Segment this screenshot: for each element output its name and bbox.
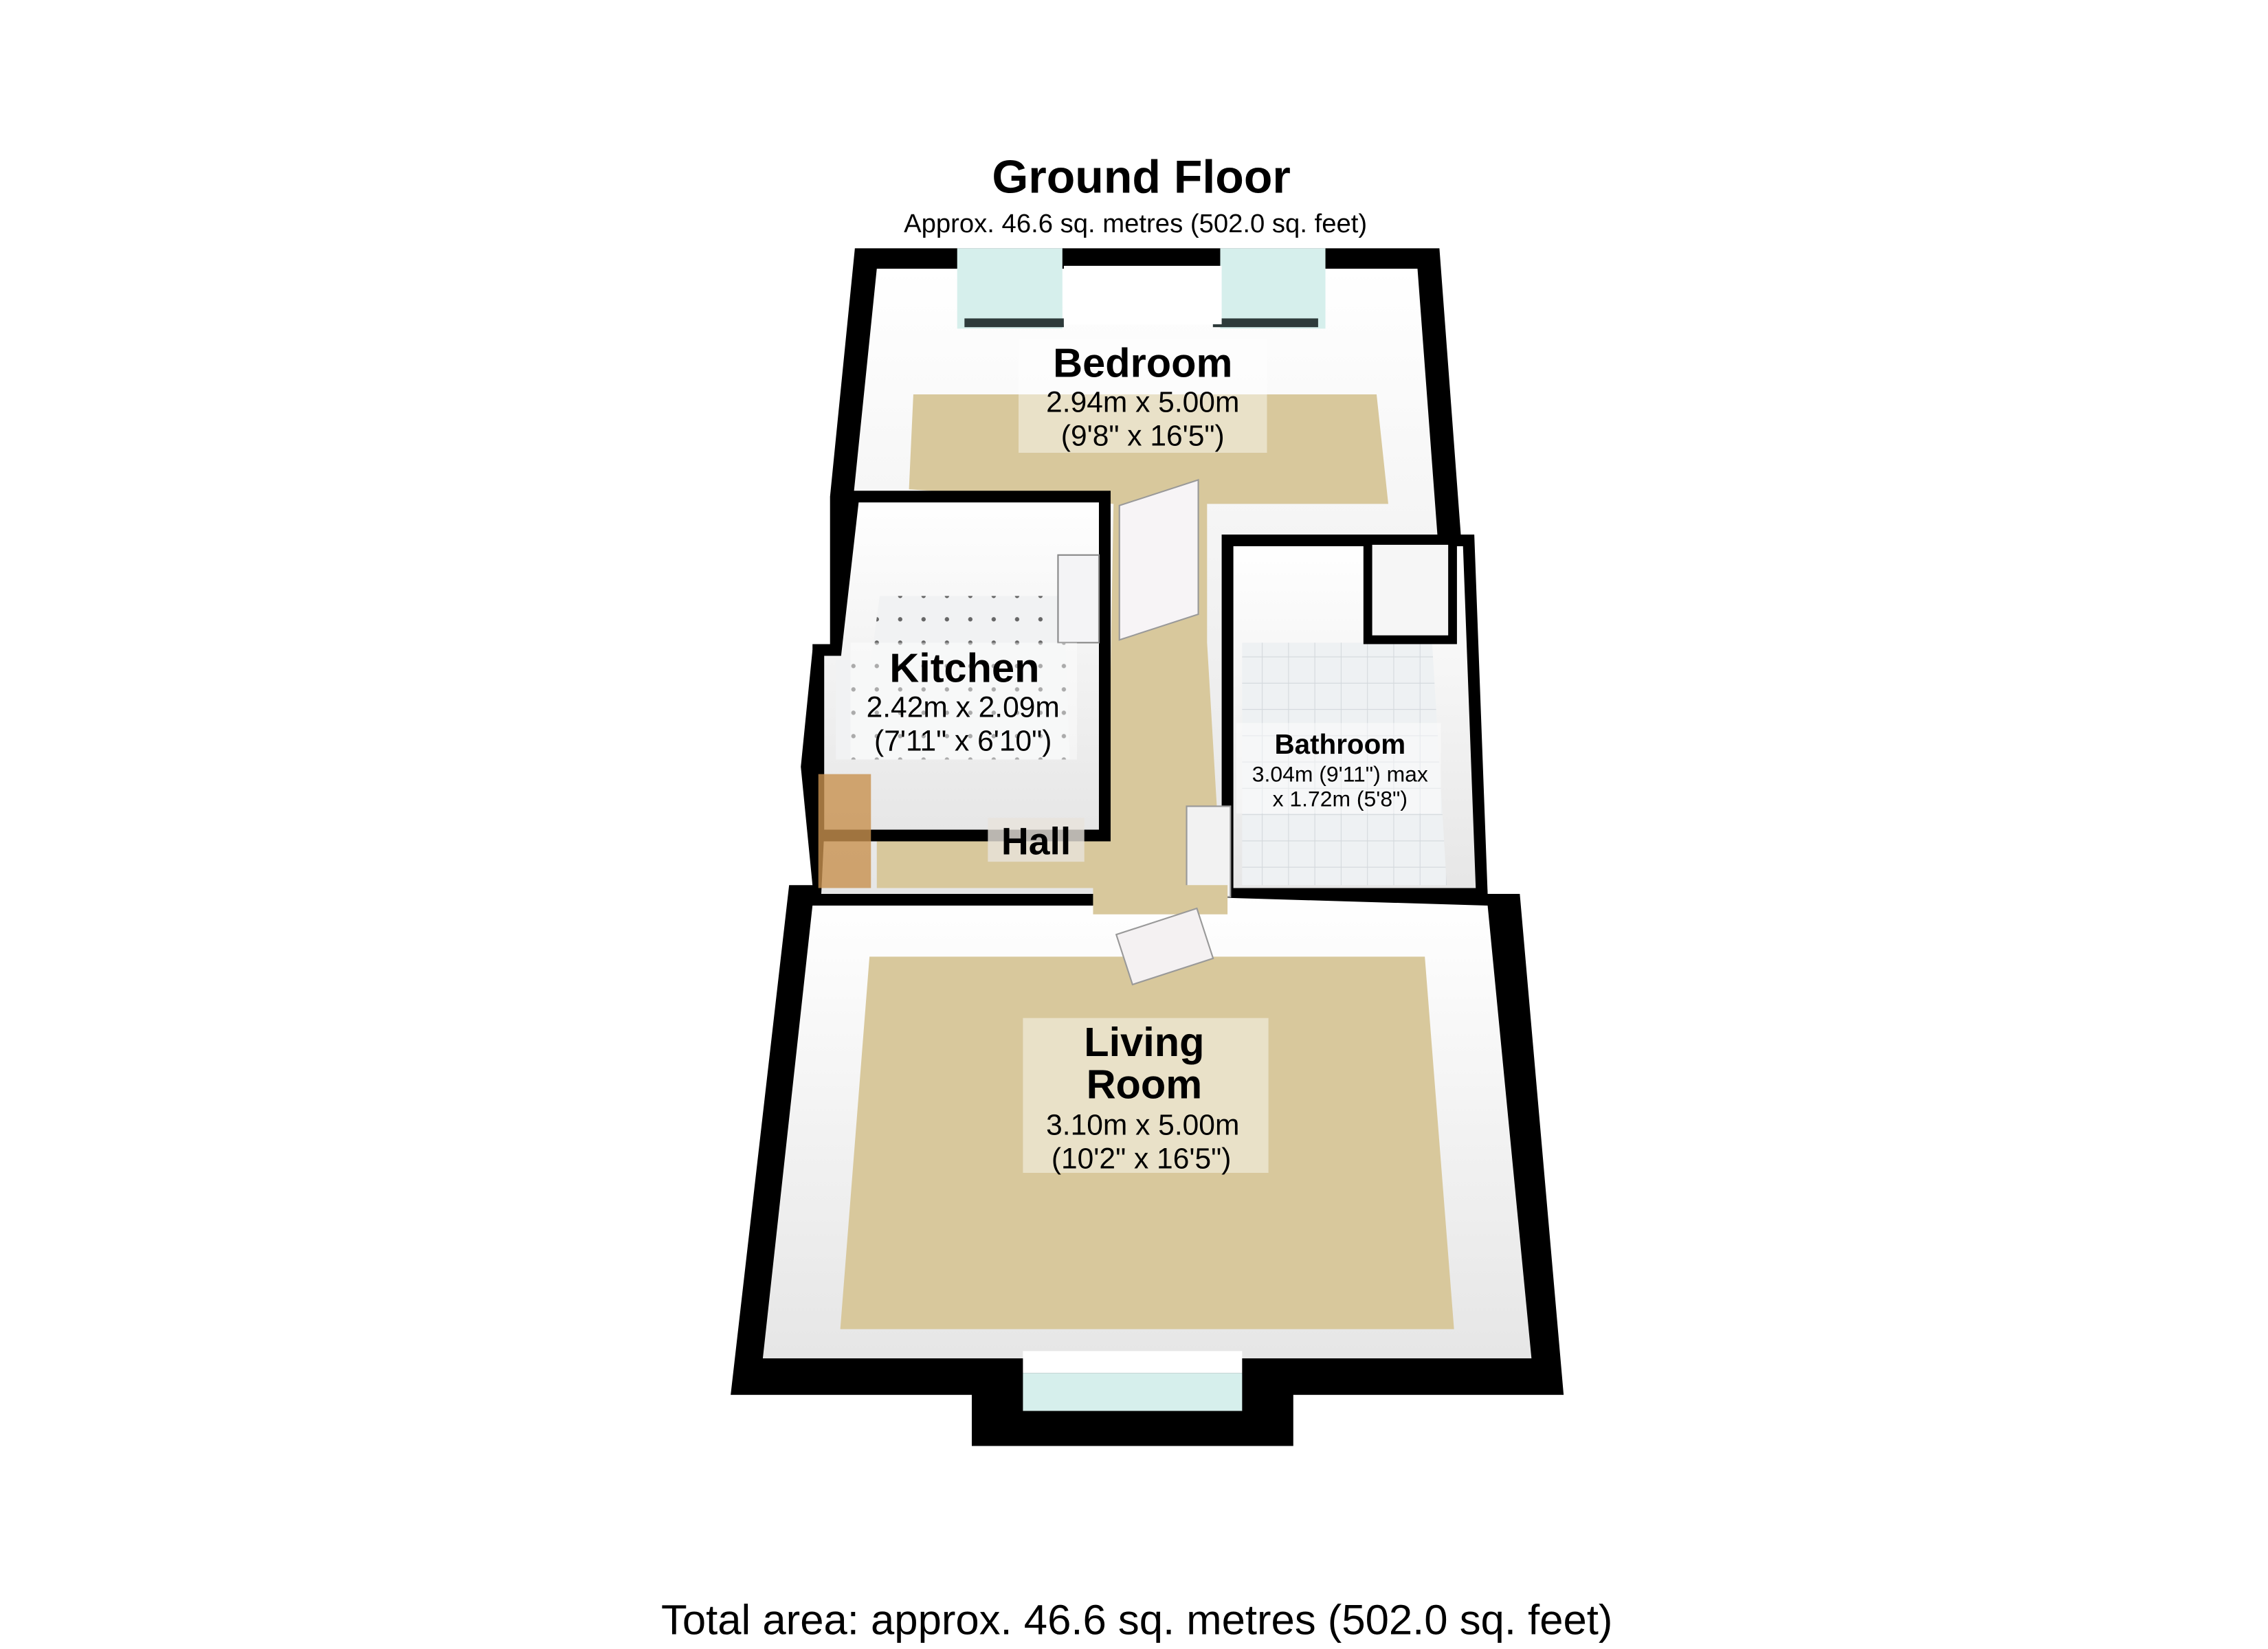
floor-title: Ground Floor [992,151,1291,203]
bedroom-imperial: (9'8" x 16'5") [1061,420,1225,452]
living-imperial: (10'2" x 16'5") [1052,1143,1232,1176]
total-area: Total area: approx. 46.6 sq. metres (502… [661,1597,1612,1644]
bathroom-floor [1242,642,1447,886]
bathroom-size-line1: 3.04m (9'11") max [1252,761,1428,786]
bedroom-door [1118,479,1199,641]
bathroom-label: Bathroom [1274,728,1405,760]
bathroom-door [1186,805,1232,898]
kitchen-label: Kitchen [889,645,1039,691]
kitchen-imperial: (7'11" x 6'10") [874,726,1052,758]
floor-area: Approx. 46.6 sq. metres (502.0 sq. feet) [904,209,1367,238]
living-label-2: Room [1087,1062,1203,1108]
front-door [818,774,871,888]
living-floor [840,956,1454,1330]
bedroom-window-left [957,248,1063,329]
kitchen-metric: 2.42m x 2.09m [867,692,1060,724]
bay-window [1023,1373,1243,1411]
bedroom-hall-floor [876,394,1388,888]
kitchen-floor [836,596,1070,760]
bedroom-metric: 2.94m x 5.00m [1046,386,1239,418]
kitchen-door [1057,554,1100,644]
living-door [1115,907,1214,986]
bathroom-size-line2: x 1.72m (5'8") [1273,786,1408,811]
cupboard [1363,536,1457,644]
living-label-1: Living [1084,1019,1204,1065]
hall-label: Hall [1001,820,1071,863]
bedroom-window-right [1220,248,1326,329]
living-metric: 3.10m x 5.00m [1046,1110,1239,1142]
bedroom-label: Bedroom [1053,339,1232,385]
